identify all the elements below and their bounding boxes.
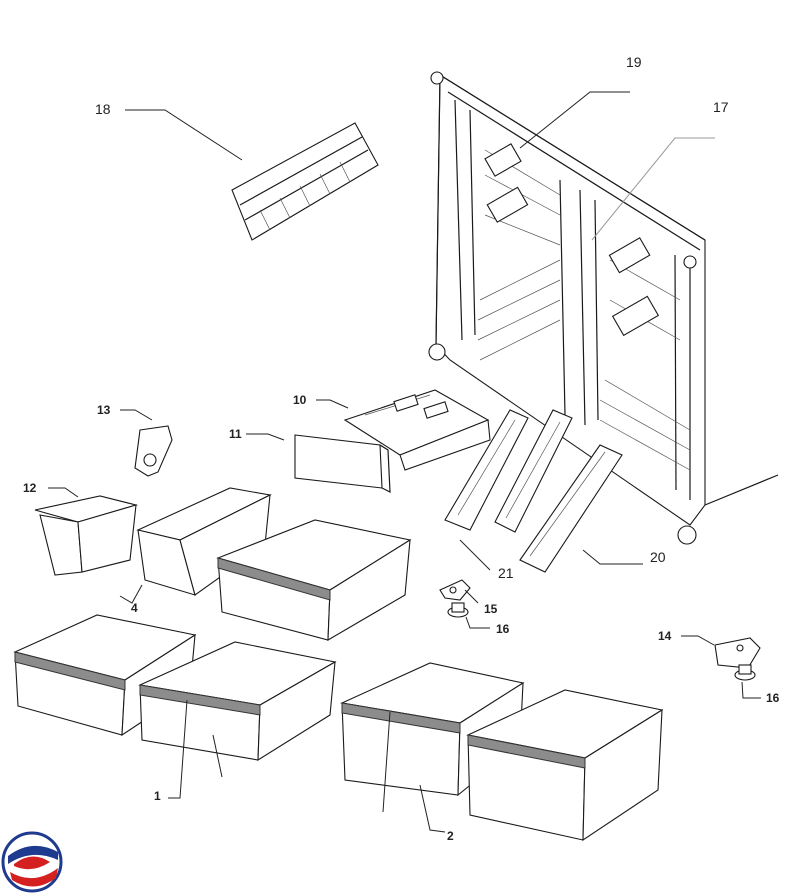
- label-14: 14: [658, 629, 672, 643]
- label-20: 20: [650, 549, 666, 565]
- leader-lines: [48, 91, 761, 833]
- label-19: 19: [626, 54, 642, 70]
- part-10-control-module: [343, 389, 491, 471]
- part-13-clip: [134, 425, 173, 477]
- part-12-small-bin: [34, 495, 139, 576]
- part-4-drawer: [136, 487, 272, 596]
- label-13: 13: [97, 403, 111, 417]
- label-4: 4: [131, 601, 138, 615]
- part-14-hinge: [714, 637, 761, 669]
- part-18-bracket: [231, 122, 379, 241]
- part-16-hinge-pin-a: [447, 602, 469, 618]
- label-18: 18: [95, 101, 111, 117]
- crisper-drawer-lower-left-2: [138, 641, 337, 762]
- label-15: 15: [484, 602, 498, 616]
- callout-labels: 18 19 17 10 11 13 12 4 15 16 14 16 20 21…: [23, 54, 780, 843]
- cabinet-frame: [428, 71, 779, 545]
- part-20-rail: [519, 444, 623, 573]
- crisper-drawer-lower-left-1: [13, 614, 197, 737]
- label-1: 1: [154, 789, 161, 803]
- label-11: 11: [229, 427, 242, 441]
- crisper-drawer-lower-right-2: [466, 689, 664, 842]
- label-16a: 16: [496, 622, 510, 636]
- part-16-hinge-pin-b: [734, 664, 756, 681]
- label-12: 12: [23, 481, 37, 495]
- label-16b: 16: [766, 691, 780, 705]
- part-15-hinge: [439, 579, 471, 601]
- label-17: 17: [713, 99, 729, 115]
- label-10: 10: [293, 393, 307, 407]
- crisper-drawer-upper: [216, 519, 412, 641]
- label-21: 21: [498, 565, 514, 581]
- part-21-rails: [444, 409, 573, 533]
- label-2: 2: [447, 829, 454, 843]
- brand-logo: [1, 831, 63, 893]
- part-11-cover: [294, 434, 391, 493]
